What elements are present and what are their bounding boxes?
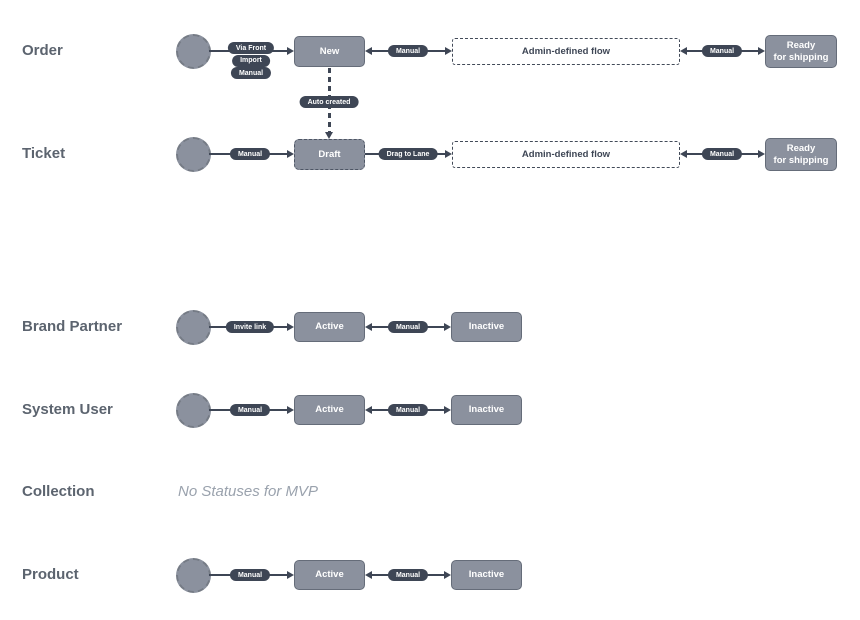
row-label-product: Product xyxy=(22,566,79,583)
state-node-active: Active xyxy=(294,560,365,590)
row-label-brand-partner: Brand Partner xyxy=(22,318,123,335)
ticket-start-state-circle xyxy=(176,137,211,172)
arrowhead-right-icon xyxy=(758,47,765,55)
transition-pill-via-front: Via Front xyxy=(227,42,275,54)
arrowhead-right-icon xyxy=(445,150,452,158)
arrowhead-right-icon xyxy=(444,406,451,414)
arrowhead-right-icon xyxy=(287,571,294,579)
transition-pill-manual: Manual xyxy=(230,67,272,79)
transition-pill-manual: Manual xyxy=(387,321,429,333)
arrowhead-left-icon xyxy=(680,47,687,55)
arrowhead-left-icon xyxy=(365,47,372,55)
row-label-order: Order xyxy=(22,42,63,59)
row-label-collection: Collection xyxy=(22,483,95,500)
arrowhead-right-icon xyxy=(287,323,294,331)
transition-pill-manual: Manual xyxy=(387,569,429,581)
state-node-active: Active xyxy=(294,395,365,425)
arrowhead-right-icon xyxy=(445,47,452,55)
state-node-ready-for-shipping: Ready for shipping xyxy=(765,138,837,171)
state-node-draft: Draft xyxy=(294,139,365,170)
system-user-start-state-circle xyxy=(176,393,211,428)
order-start-state-circle xyxy=(176,34,211,69)
arrowhead-down-icon xyxy=(325,132,333,139)
transition-pill-manual: Manual xyxy=(701,45,743,57)
transition-pill-manual: Manual xyxy=(229,404,271,416)
arrowhead-right-icon xyxy=(444,571,451,579)
admin-defined-flow-node: Admin-defined flow xyxy=(452,141,680,168)
arrowhead-right-icon xyxy=(287,150,294,158)
state-node-inactive: Inactive xyxy=(451,560,522,590)
state-node-new: New xyxy=(294,36,365,67)
arrowhead-right-icon xyxy=(444,323,451,331)
transition-pill-manual: Manual xyxy=(387,45,429,57)
arrowhead-left-icon xyxy=(365,571,372,579)
collection-note: No Statuses for MVP xyxy=(178,483,319,500)
arrowhead-right-icon xyxy=(287,47,294,55)
transition-pill-auto-created: Auto created xyxy=(299,96,359,108)
row-label-system-user: System User xyxy=(22,401,113,418)
arrowhead-left-icon xyxy=(365,323,372,331)
state-node-active: Active xyxy=(294,312,365,342)
row-label-ticket: Ticket xyxy=(22,145,66,162)
state-node-inactive: Inactive xyxy=(451,312,522,342)
transition-pill-drag-to-lane: Drag to Lane xyxy=(378,148,438,160)
transition-pill-manual: Manual xyxy=(701,148,743,160)
arrowhead-left-icon xyxy=(680,150,687,158)
transition-pill-manual: Manual xyxy=(387,404,429,416)
arrowhead-left-icon xyxy=(365,406,372,414)
admin-defined-flow-node: Admin-defined flow xyxy=(452,38,680,65)
transition-pill-invite-link: Invite link xyxy=(225,321,275,333)
brand-partner-start-state-circle xyxy=(176,310,211,345)
state-node-inactive: Inactive xyxy=(451,395,522,425)
product-start-state-circle xyxy=(176,558,211,593)
transition-pill-manual: Manual xyxy=(229,148,271,160)
transition-pill-import: Import xyxy=(232,54,270,67)
transition-pill-manual: Manual xyxy=(229,569,271,581)
arrowhead-right-icon xyxy=(287,406,294,414)
state-node-ready-for-shipping: Ready for shipping xyxy=(765,35,837,68)
arrowhead-right-icon xyxy=(758,150,765,158)
